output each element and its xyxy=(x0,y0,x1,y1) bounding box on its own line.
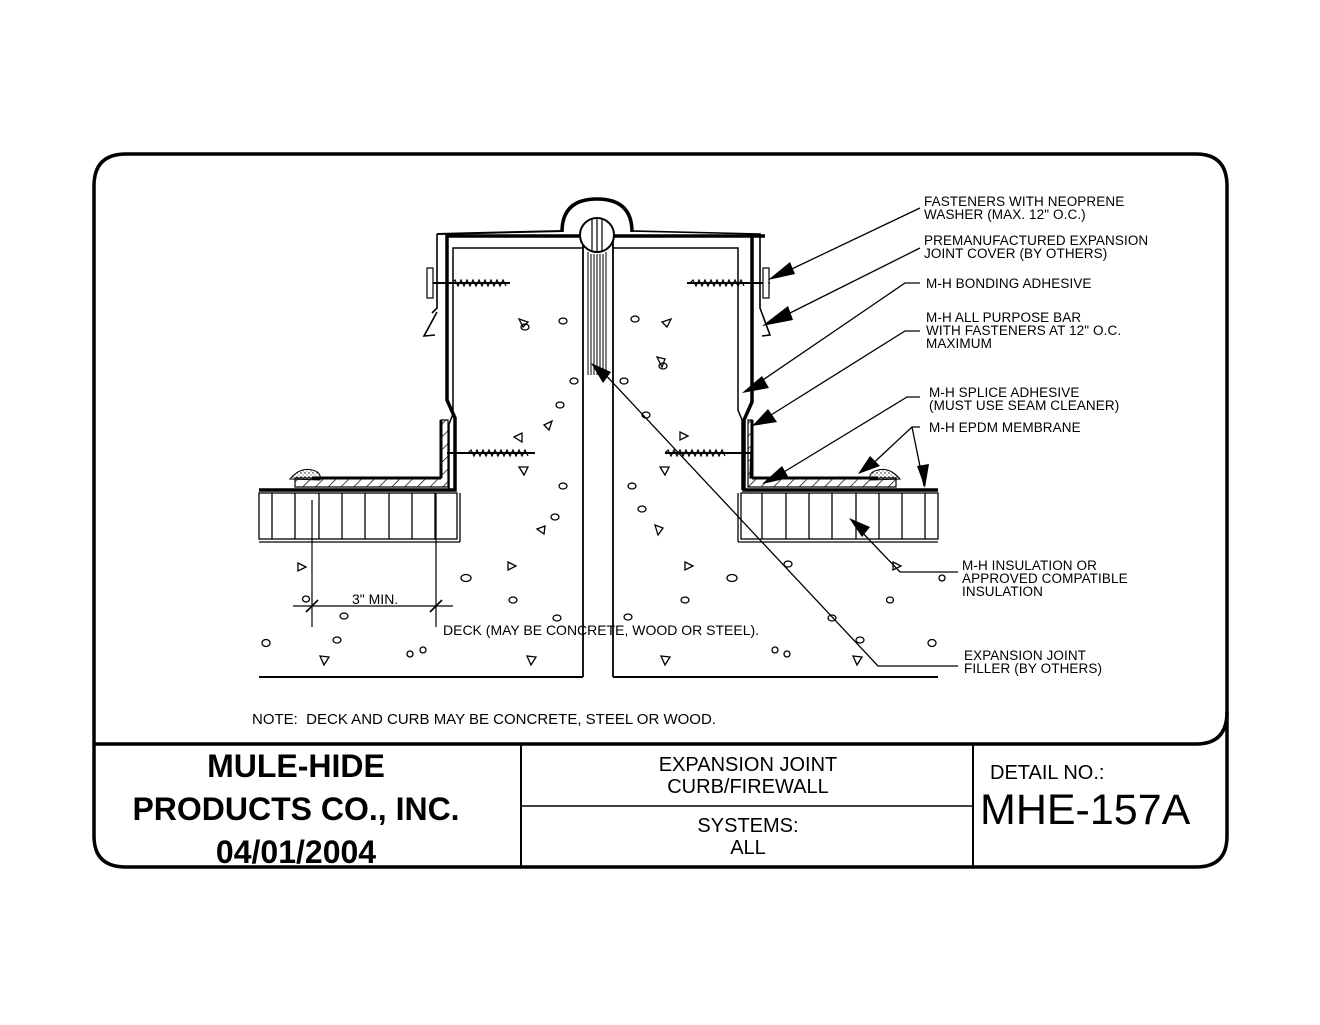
callout-epdm-membrane: M-H EPDM MEMBRANE xyxy=(929,420,1081,435)
systems-value: ALL xyxy=(730,837,766,859)
deck-slab xyxy=(259,232,938,678)
leader-arrowheads xyxy=(591,262,929,537)
deck-label: DECK (MAY BE CONCRETE, WOOD OR STEEL). xyxy=(443,622,760,638)
detail-number: MHE-157A xyxy=(980,786,1191,834)
fasteners xyxy=(426,267,770,458)
callout-bonding-adhesive: M-H BONDING ADHESIVE xyxy=(926,276,1092,291)
insulation-right xyxy=(737,492,939,543)
callout-splice-adhesive: M-H SPLICE ADHESIVE(MUST USE SEAM CLEANE… xyxy=(929,385,1120,413)
systems-block: SYSTEMS: ALL xyxy=(524,815,972,859)
detail-title: EXPANSION JOINT CURB/FIREWALL xyxy=(524,754,972,798)
dimension-3in-min xyxy=(293,493,453,627)
expansion-joint-cover xyxy=(422,197,772,337)
membrane-left xyxy=(259,234,765,492)
company-block: MULE-HIDE PRODUCTS CO., INC. 04/01/2004 xyxy=(96,745,496,874)
insulation-left xyxy=(258,492,461,543)
dimension-label: 3" MIN. xyxy=(352,591,399,607)
detail-title-line2: CURB/FIREWALL xyxy=(667,776,829,798)
leader-lines xyxy=(599,207,958,667)
detail-title-line1: EXPANSION JOINT xyxy=(658,754,838,776)
company-name-line2: PRODUCTS CO., INC. xyxy=(132,791,460,827)
company-name-line1: MULE-HIDE xyxy=(207,748,385,784)
expansion-joint-filler xyxy=(587,252,607,375)
drawing-date: 04/01/2004 xyxy=(215,834,377,870)
detail-number-label: DETAIL NO.: xyxy=(990,762,1105,784)
drawing-note: NOTE: DECK AND CURB MAY BE CONCRETE, STE… xyxy=(252,711,716,728)
membrane-right xyxy=(742,236,938,492)
sheet-frame xyxy=(92,152,1229,869)
systems-label: SYSTEMS: xyxy=(697,815,799,837)
